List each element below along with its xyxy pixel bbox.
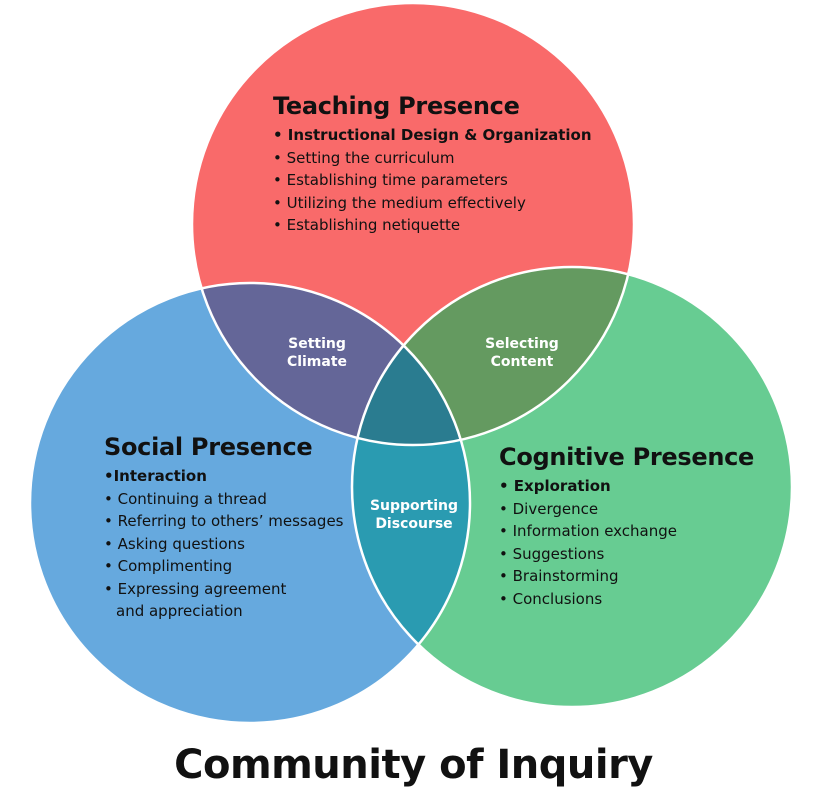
list-item: • Suggestions [499,544,605,563]
supporting-discourse-line-1: Supporting [369,498,459,514]
venn-diagram [28,1,794,725]
setting-climate-line-2: Climate [286,354,348,370]
list-item: • Utilizing the medium effectively [273,193,526,212]
list-item: • Complimenting [104,557,233,575]
list-item: • Establishing time parameters [273,171,508,189]
list-item: • Divergence [499,499,599,518]
cognitive-presence-block: Cognitive Presence • Exploration • Diver… [499,443,754,610]
setting-climate-label: Setting Climate [269,335,365,371]
cognitive-presence-title: Cognitive Presence [499,443,755,471]
list-item: • Information exchange [499,522,677,540]
social-presence-block: Social Presence •Interaction • Continuin… [104,433,344,623]
selecting-content-line-2: Content [490,354,554,370]
list-item: • Asking questions [104,534,245,553]
selecting-content-line-1: Selecting [485,336,559,352]
list-item: and appreciation [116,602,243,620]
list-item: • Conclusions [499,589,603,608]
teaching-circle-outline [190,1,636,447]
setting-climate-overlap [192,283,470,445]
social-circle-outline [28,281,472,725]
cognitive-presence-list: • Exploration • Divergence • Information… [499,475,754,610]
list-item: • Establishing netiquette [273,216,461,234]
cognitive-circle-outline [350,265,794,709]
social-presence-list: •Interaction • Continuing a thread • Ref… [104,465,344,623]
setting-climate-line-1: Setting [288,336,346,352]
list-item: • Instructional Design & Organization [273,126,592,144]
list-item: •Interaction [104,467,207,485]
teaching-presence-block: Teaching Presence • Instructional Design… [273,92,592,237]
supporting-discourse-line-2: Discourse [375,516,453,532]
selecting-content-label: Selecting Content [467,335,577,371]
selecting-content-overlap [352,267,634,445]
list-item: • Brainstorming [499,567,619,585]
teaching-presence-title: Teaching Presence [273,92,520,120]
list-item: • Continuing a thread [104,489,267,508]
list-item: • Setting the curriculum [273,148,455,167]
teaching-presence-list: • Instructional Design & Organization • … [273,124,592,237]
supporting-discourse-label: Supporting Discourse [356,497,472,533]
list-item: • Exploration [499,477,611,495]
diagram-title: Community of Inquiry [174,742,653,788]
social-presence-title: Social Presence [104,433,313,461]
list-item: • Referring to others’ messages [104,512,344,530]
list-item: • Expressing agreement [104,579,287,598]
